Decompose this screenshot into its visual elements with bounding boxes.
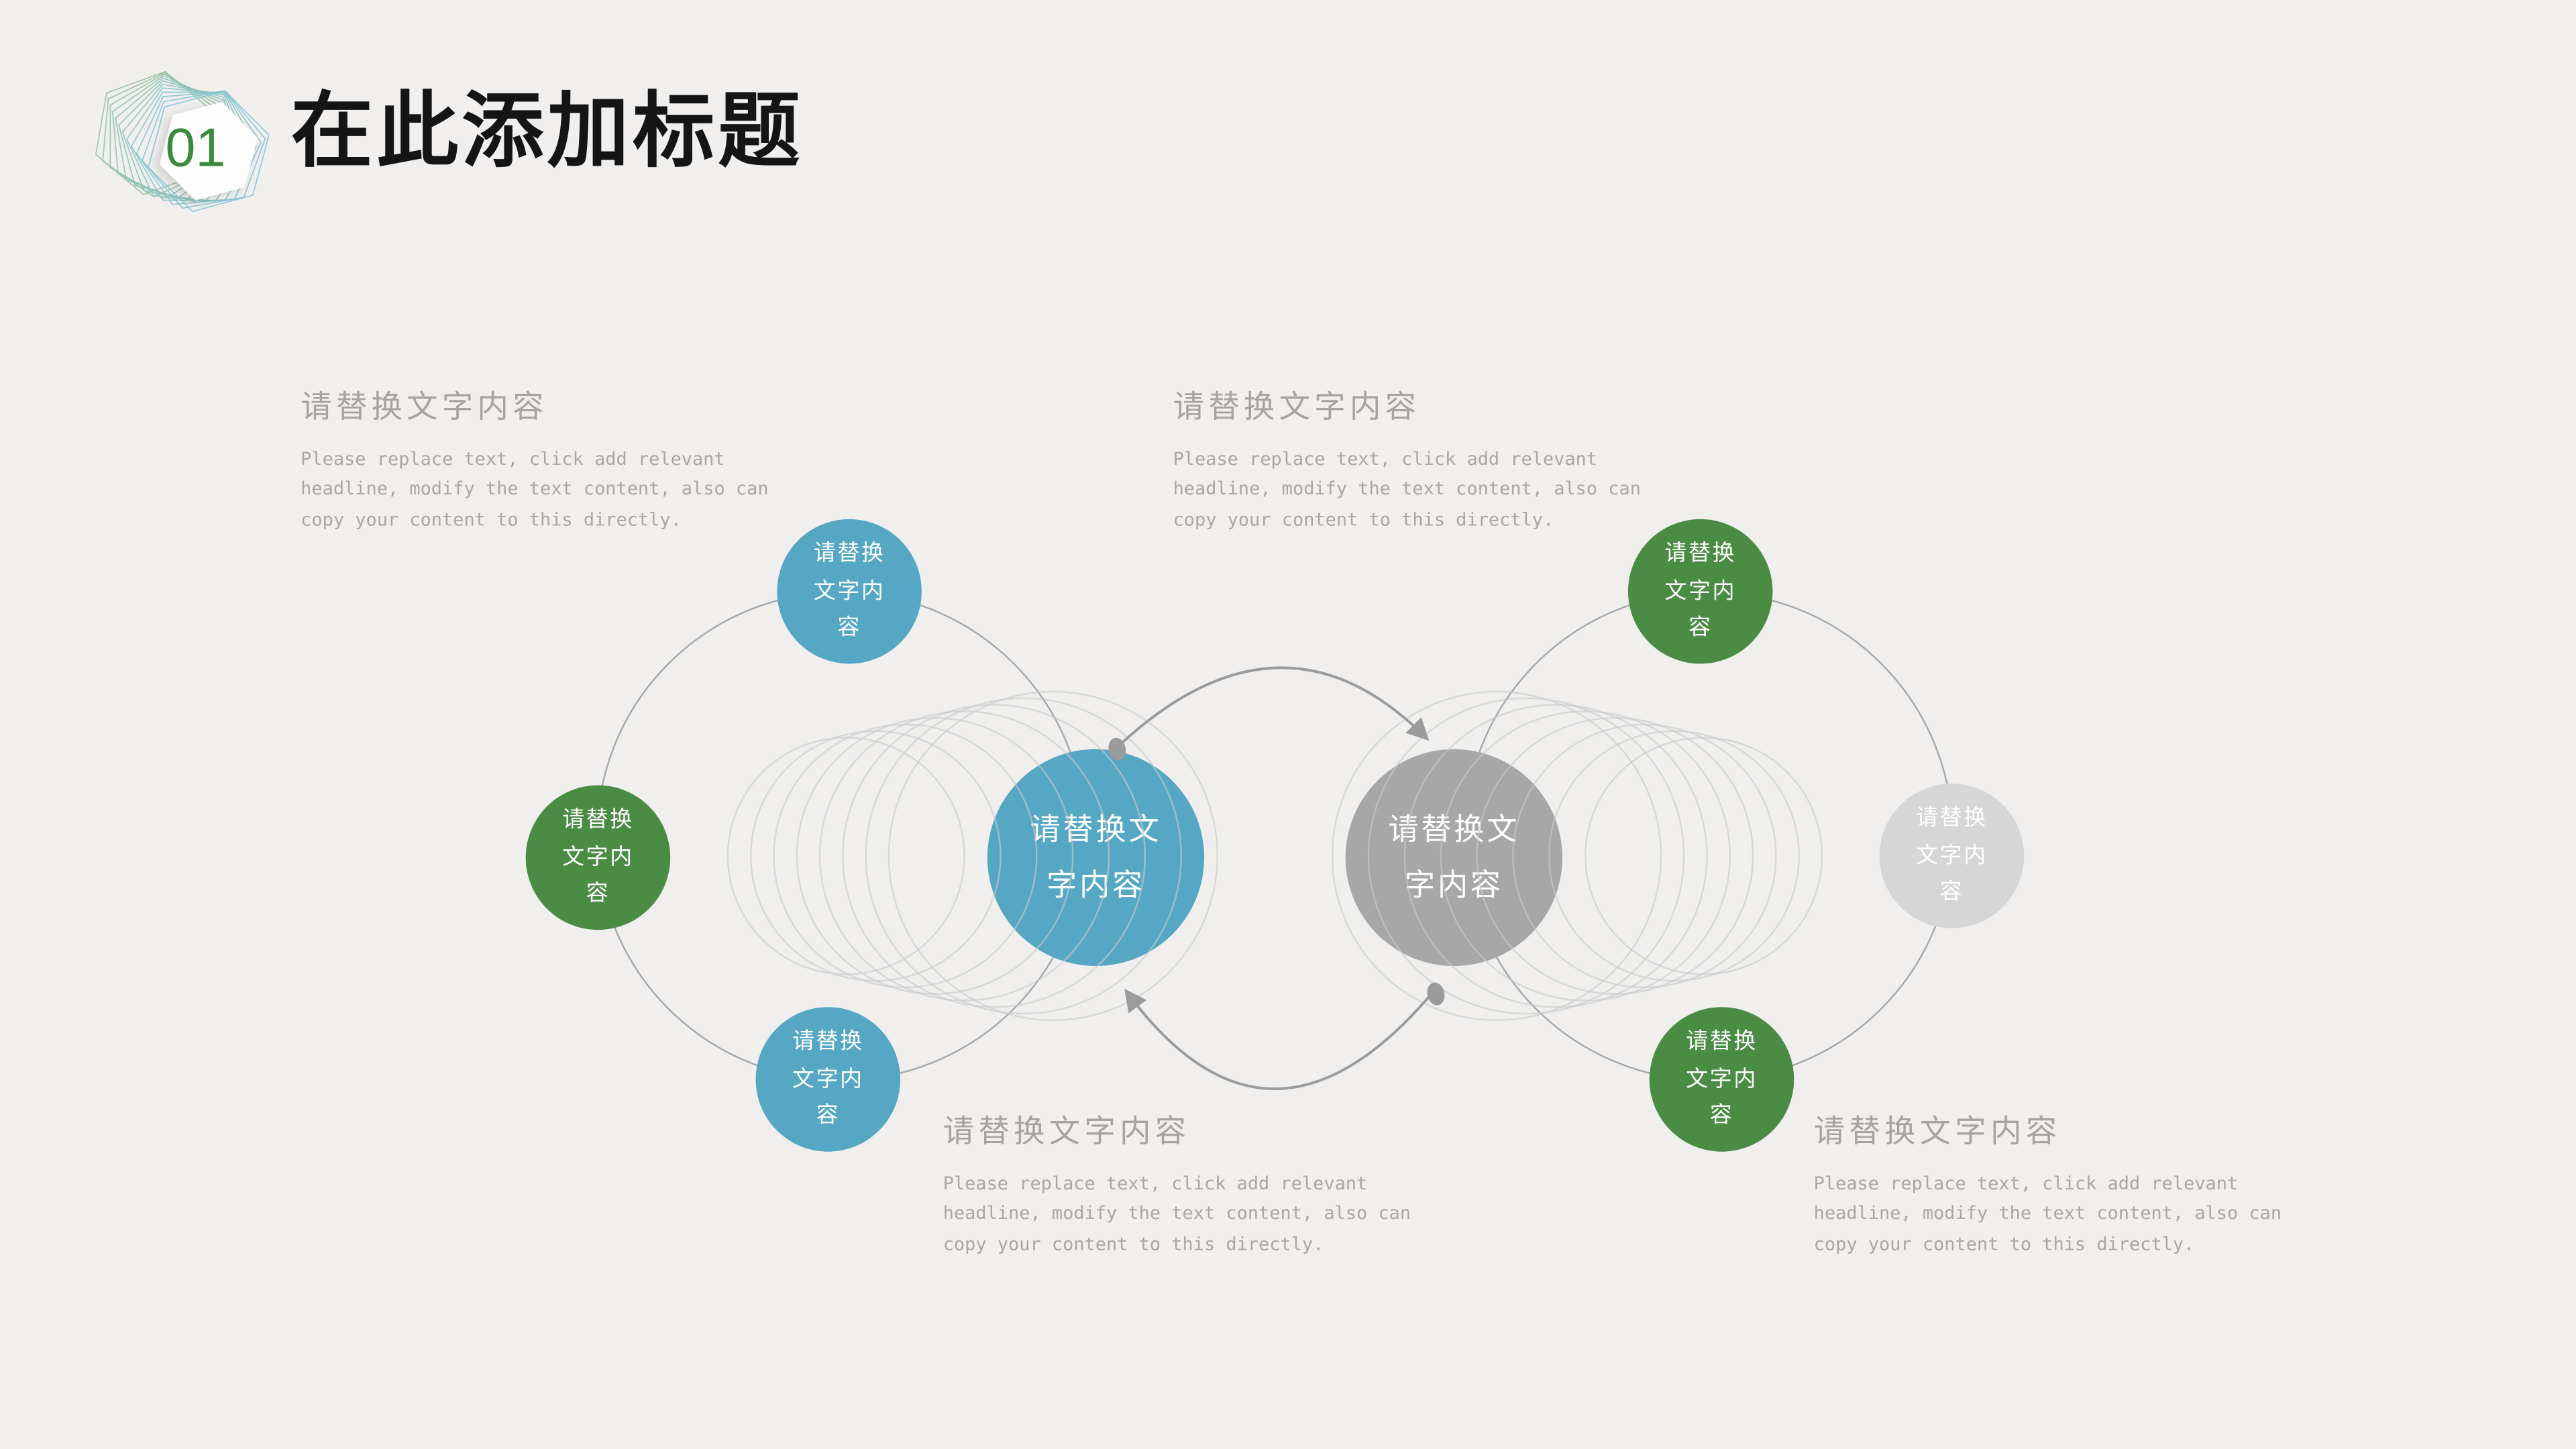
text-block-heading: 请替换文字内容 — [1813, 1115, 2061, 1150]
text-block-body: Please replace text, click add relevant … — [1173, 448, 1641, 531]
satellite-label: 请替换文字内容 — [792, 1028, 864, 1128]
text-block-heading: 请替换文字内容 — [943, 1115, 1191, 1150]
arrow-bottom — [1124, 988, 1436, 1091]
text-block-body: Please replace text, click add relevant … — [301, 448, 769, 531]
text-block-top-left: 请替换文字内容 Please replace text, click add r… — [301, 383, 794, 535]
text-block-top-center: 请替换文字内容 Please replace text, click add r… — [1173, 383, 1666, 535]
satellite-circle-left-bottom: 请替换文字内容 — [755, 1007, 901, 1152]
satellite-circle-right-top: 请替换文字内容 — [1627, 519, 1773, 664]
arrow-top — [1119, 666, 1430, 745]
hub-circle-left: 请替换文字内容 — [987, 749, 1205, 967]
text-block-bottom-center: 请替换文字内容 Please replace text, click add r… — [943, 1108, 1436, 1260]
satellite-label: 请替换文字内容 — [1686, 1028, 1758, 1128]
section-number-badge: 01 — [165, 116, 226, 178]
satellite-label: 请替换文字内容 — [1916, 804, 1988, 904]
slide-title: 在此添加标题 — [290, 85, 804, 178]
satellite-circle-right-side: 请替换文字内容 — [1879, 784, 2025, 928]
text-block-bottom-right: 请替换文字内容 Please replace text, click add r… — [1814, 1108, 2307, 1260]
ring-cascade — [727, 690, 1823, 1022]
text-block-heading: 请替换文字内容 — [301, 390, 548, 426]
text-block-heading: 请替换文字内容 — [1173, 390, 1421, 426]
text-block-body: Please replace text, click add relevant … — [943, 1173, 1411, 1255]
arrow-bottom-start-dot — [1427, 982, 1445, 1006]
satellite-circle-right-bottom: 请替换文字内容 — [1649, 1007, 1794, 1152]
hub-circle-right-label: 请替换文字内容 — [1388, 812, 1520, 902]
satellite-label: 请替换文字内容 — [1664, 540, 1736, 640]
hub-circle-left-label: 请替换文字内容 — [1030, 812, 1162, 902]
text-block-body: Please replace text, click add relevant … — [1813, 1173, 2282, 1255]
satellite-circle-left-side: 请替换文字内容 — [525, 785, 671, 930]
satellite-circle-left-top: 请替换文字内容 — [777, 519, 922, 664]
hub-circle-right: 请替换文字内容 — [1345, 749, 1562, 967]
satellite-label: 请替换文字内容 — [562, 806, 634, 906]
satellite-label: 请替换文字内容 — [813, 540, 885, 640]
